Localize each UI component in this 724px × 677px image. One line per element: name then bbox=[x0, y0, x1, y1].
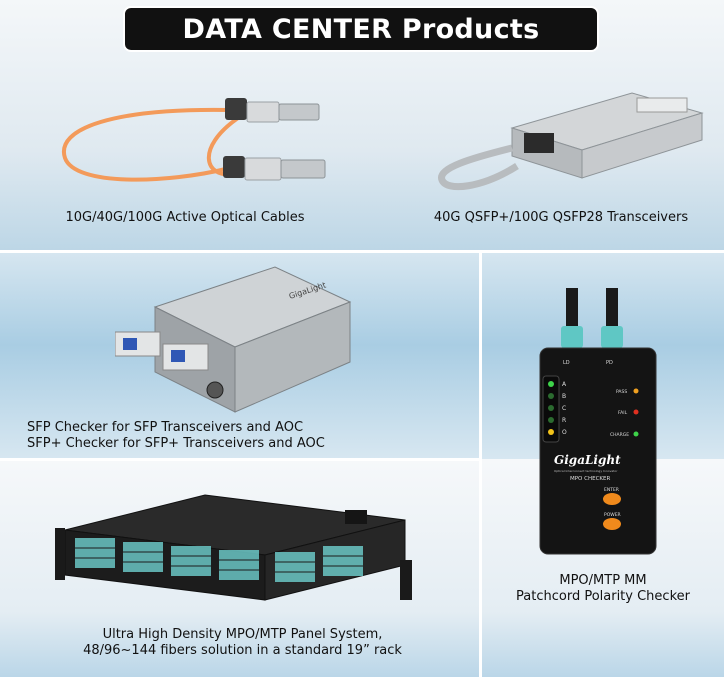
port-b-label: B bbox=[562, 393, 566, 400]
panel-caption-line2: 48/96~144 fibers solution in a standard … bbox=[83, 643, 402, 658]
fail-label: FAIL bbox=[618, 410, 628, 416]
power-label: POWER bbox=[604, 512, 621, 518]
mpo-checker-caption-line1: MPO/MTP MM bbox=[559, 573, 647, 588]
port-a-label: A bbox=[562, 381, 567, 388]
aoc-caption: 10G/40G/100G Active Optical Cables bbox=[65, 210, 305, 225]
panel-caption-line1: Ultra High Density MPO/MTP Panel System, bbox=[102, 627, 383, 642]
pd-label: PD bbox=[606, 360, 613, 366]
page-title: DATA CENTER Products bbox=[182, 13, 540, 45]
vertical-divider bbox=[479, 253, 482, 677]
mpo-checker-image: LD PD A B C R O PASS FAIL CHARGE GigaLig… bbox=[539, 288, 657, 555]
mpo-panel-rack-image bbox=[55, 494, 412, 601]
qsfp-caption: 40G QSFP+/100G QSFP28 Transceivers bbox=[433, 210, 689, 225]
brand-logo: GigaLight bbox=[554, 453, 621, 467]
sfp-checker-caption-line2: SFP+ Checker for SFP+ Transceivers and A… bbox=[27, 436, 325, 451]
model-label: MPO CHECKER bbox=[570, 476, 611, 482]
enter-label: ENTER bbox=[604, 487, 619, 493]
pass-label: PASS bbox=[616, 389, 627, 395]
sfp-checker-image: GigaLight bbox=[115, 266, 352, 413]
port-o-label: O bbox=[562, 429, 567, 436]
sfp-checker-caption-line1: SFP Checker for SFP Transceivers and AOC bbox=[27, 420, 304, 435]
horizontal-divider-top bbox=[0, 250, 724, 253]
qsfp-transceiver-image bbox=[438, 92, 704, 191]
port-c-label: C bbox=[562, 405, 566, 412]
ld-label: LD bbox=[563, 360, 570, 366]
port-r-label: R bbox=[562, 417, 566, 424]
charge-label: CHARGE bbox=[610, 432, 629, 438]
horizontal-divider-bottom bbox=[0, 458, 480, 461]
active-optical-cable-image bbox=[61, 98, 326, 182]
mpo-checker-caption-line2: Patchcord Polarity Checker bbox=[516, 589, 690, 604]
brand-tagline: Optical Interconnect technology Innovato… bbox=[554, 469, 618, 473]
page-title-banner: DATA CENTER Products bbox=[123, 6, 599, 52]
